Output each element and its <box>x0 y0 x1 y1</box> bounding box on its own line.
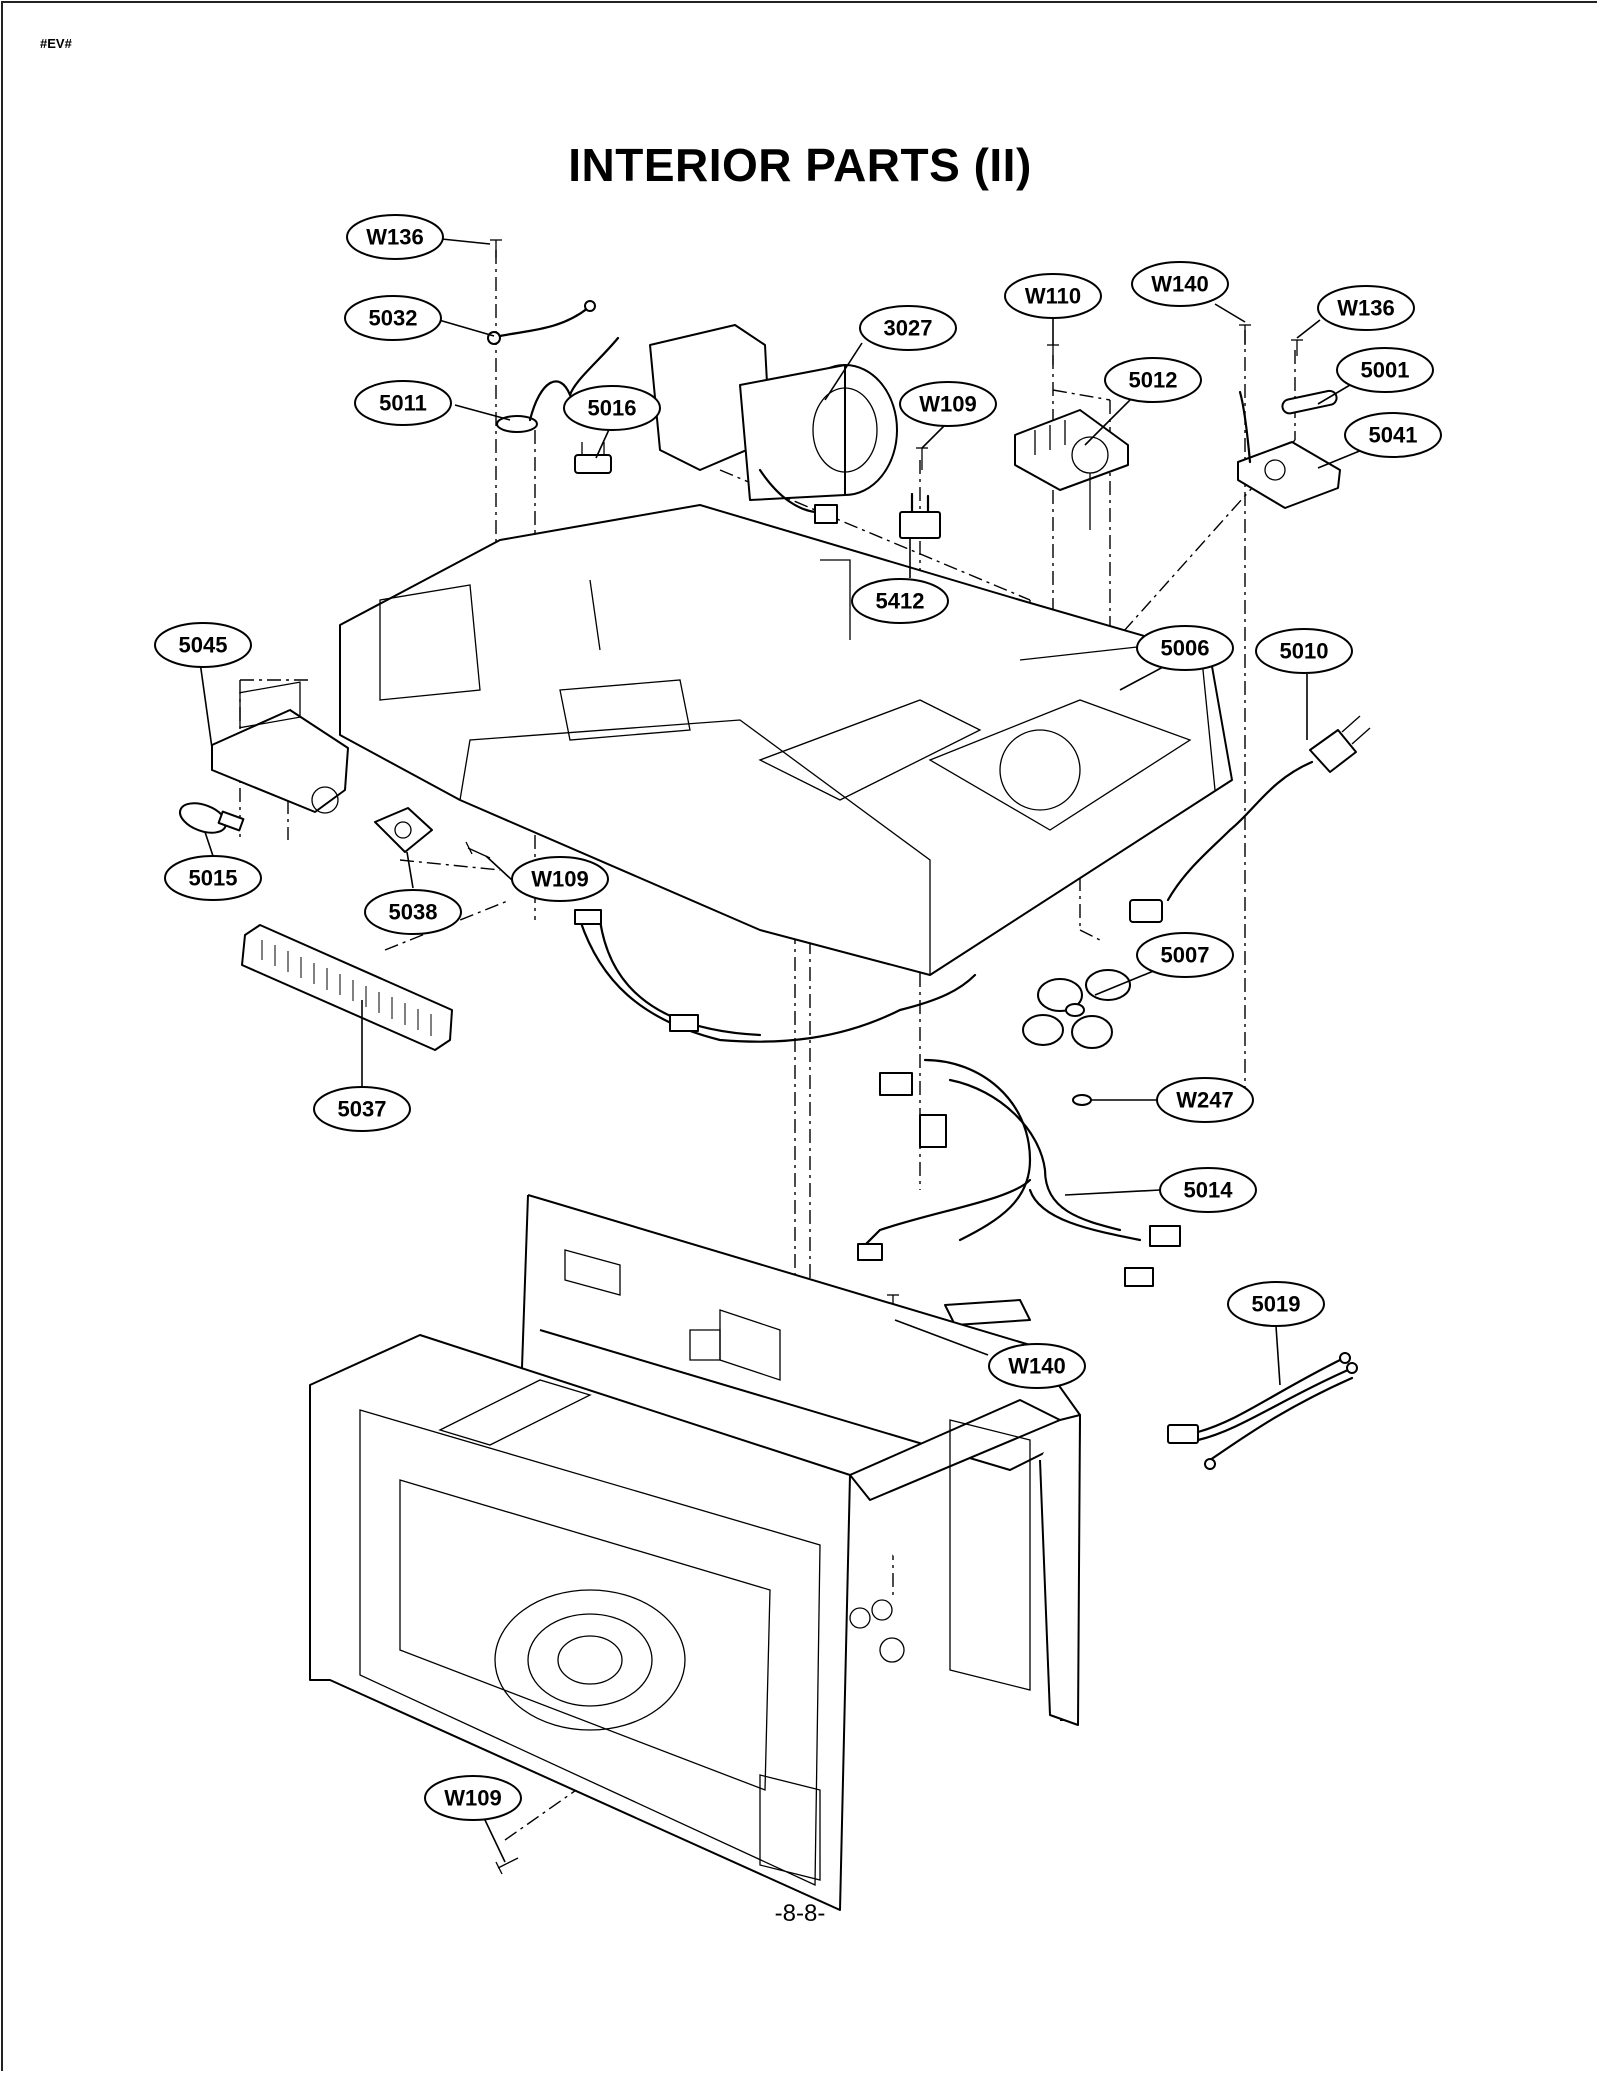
svg-text:5007: 5007 <box>1161 943 1210 968</box>
svg-text:W140: W140 <box>1008 1354 1065 1379</box>
callout-w140-top: W140 <box>1131 261 1229 307</box>
callout-5011: 5011 <box>354 380 452 426</box>
svg-text:5015: 5015 <box>189 866 238 891</box>
callout-5012: 5012 <box>1104 357 1202 403</box>
svg-text:5012: 5012 <box>1129 368 1178 393</box>
part-3027-blower <box>649 324 898 524</box>
screw-w136-top <box>490 239 502 258</box>
svg-text:5006: 5006 <box>1161 636 1210 661</box>
screw-w109-bottom <box>495 1857 519 1875</box>
callout-5038: 5038 <box>364 889 462 935</box>
part-w247-washer <box>1072 1094 1092 1106</box>
part-5016-fuse <box>574 442 612 474</box>
callout-w140-bottom: W140 <box>988 1343 1086 1389</box>
part-5015-bulb <box>179 802 245 834</box>
callout-5041: 5041 <box>1344 412 1442 458</box>
svg-text:5038: 5038 <box>389 900 438 925</box>
callout-w109-bottom: W109 <box>424 1775 522 1821</box>
part-5045-lamp-housing <box>211 681 349 814</box>
svg-text:5001: 5001 <box>1361 358 1410 383</box>
svg-text:W140: W140 <box>1151 272 1208 297</box>
svg-text:5010: 5010 <box>1280 639 1329 664</box>
callout-5019: 5019 <box>1227 1281 1325 1327</box>
part-5041-board <box>1237 390 1341 509</box>
callout-5045: 5045 <box>154 622 252 668</box>
part-5037-vent-grille <box>241 924 453 1051</box>
part-oven-cavity-chassis <box>309 1194 1081 1911</box>
callout-w109-mid: W109 <box>511 856 609 902</box>
svg-text:5045: 5045 <box>179 633 228 658</box>
callout-5014: 5014 <box>1159 1167 1257 1213</box>
part-5006-base-plate <box>339 504 1233 976</box>
callout-5037: 5037 <box>313 1086 411 1132</box>
callout-w109-top: W109 <box>899 381 997 427</box>
document-code: #EV# <box>40 36 72 51</box>
callout-w110: W110 <box>1004 273 1102 319</box>
svg-text:W110: W110 <box>1025 284 1081 309</box>
svg-text:3027: 3027 <box>884 316 933 341</box>
part-5038-socket <box>374 807 433 853</box>
callout-5412: 5412 <box>851 578 949 624</box>
svg-text:W136: W136 <box>1337 296 1394 321</box>
page-number: -8-8- <box>774 1900 826 1927</box>
part-5007-fan <box>1022 969 1131 1049</box>
callout-5007: 5007 <box>1136 932 1234 978</box>
callout-5032: 5032 <box>344 295 442 341</box>
callout-5006: 5006 <box>1136 625 1234 671</box>
part-5014-wire-harness <box>574 909 1181 1326</box>
callout-w247: W247 <box>1156 1077 1254 1123</box>
part-5412-switch <box>899 447 941 539</box>
callout-5015: 5015 <box>164 855 262 901</box>
svg-text:W109: W109 <box>531 867 588 892</box>
svg-text:5016: 5016 <box>588 396 637 421</box>
part-5001-fuse <box>1281 389 1338 415</box>
part-5032-lead <box>487 300 596 345</box>
svg-text:W247: W247 <box>1176 1088 1233 1113</box>
svg-text:5032: 5032 <box>369 306 418 331</box>
callout-w136-right: W136 <box>1317 285 1415 331</box>
svg-text:5014: 5014 <box>1184 1178 1234 1203</box>
svg-text:5011: 5011 <box>379 391 427 416</box>
page-title: INTERIOR PARTS (II) <box>568 139 1032 191</box>
leader-lines <box>199 237 1363 1863</box>
screw-w140-top <box>1239 324 1251 345</box>
callout-w136-top: W136 <box>346 214 444 260</box>
svg-text:W109: W109 <box>919 392 976 417</box>
svg-text:5412: 5412 <box>876 589 925 614</box>
part-5019-harness <box>1167 1352 1358 1470</box>
svg-text:W109: W109 <box>444 1786 501 1811</box>
screw-w136-right <box>1291 339 1303 356</box>
svg-text:5037: 5037 <box>338 1097 387 1122</box>
callout-5001: 5001 <box>1336 347 1434 393</box>
svg-text:5041: 5041 <box>1369 423 1418 448</box>
callout-5010: 5010 <box>1255 628 1353 674</box>
svg-text:5019: 5019 <box>1252 1292 1301 1317</box>
part-5010-power-cord <box>1129 715 1371 923</box>
callout-5016: 5016 <box>563 385 661 431</box>
svg-text:W136: W136 <box>366 225 423 250</box>
callout-3027: 3027 <box>859 305 957 351</box>
